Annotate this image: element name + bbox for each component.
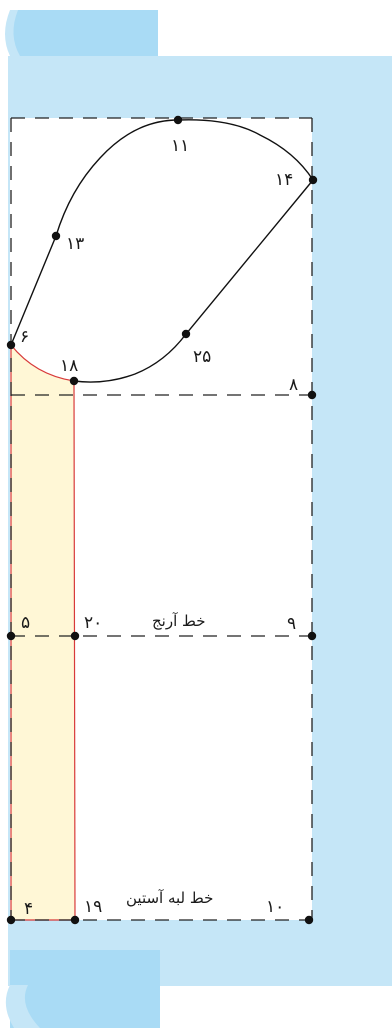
label-18: ۱۸ — [60, 356, 78, 376]
point-25 — [181, 329, 191, 339]
highlighted-strip — [10, 343, 76, 921]
paper-bottom-tab — [10, 950, 160, 1028]
point-8 — [307, 390, 317, 400]
point-5 — [6, 631, 16, 641]
points — [6, 115, 318, 925]
label-11: ۱۱ — [171, 136, 189, 156]
label-10: ۱۰ — [266, 897, 284, 917]
point-4 — [6, 915, 16, 925]
paper-top-tab — [10, 10, 158, 56]
label-20: ۲۰ — [84, 613, 102, 633]
label-4: ۴ — [24, 899, 33, 919]
label-14: ۱۴ — [275, 170, 293, 190]
label-8: ۸ — [289, 375, 298, 395]
point-10 — [304, 915, 314, 925]
label-25: ۲۵ — [193, 347, 211, 367]
point-13 — [51, 231, 61, 241]
point-11 — [173, 115, 183, 125]
point-19 — [70, 915, 80, 925]
dashed-frame — [10, 117, 313, 921]
label-6: ۶ — [20, 327, 29, 347]
label-13: ۱۳ — [66, 234, 84, 254]
point-9 — [307, 631, 317, 641]
cap-back-curve — [73, 179, 314, 383]
label-sleeve-hem-line: خط لبه آستین — [126, 889, 213, 907]
label-5: ۵ — [21, 613, 30, 633]
paper-top-curl — [5, 10, 20, 56]
label-19: ۱۹ — [84, 897, 102, 917]
point-6 — [6, 340, 16, 350]
point-20 — [70, 631, 80, 641]
label-9: ۹ — [287, 614, 296, 634]
point-18 — [69, 376, 79, 386]
label-elbow-line: خط آرنج — [152, 612, 206, 630]
labels: ۱۱ ۱۴ ۱۳ ۶ ۱۸ ۲۵ ۸ ۵ ۲۰ خط آرنج ۹ ۴ ۱۹ خ… — [20, 136, 298, 919]
point-14 — [308, 175, 318, 185]
paper-bottom-curl — [5, 985, 41, 1028]
